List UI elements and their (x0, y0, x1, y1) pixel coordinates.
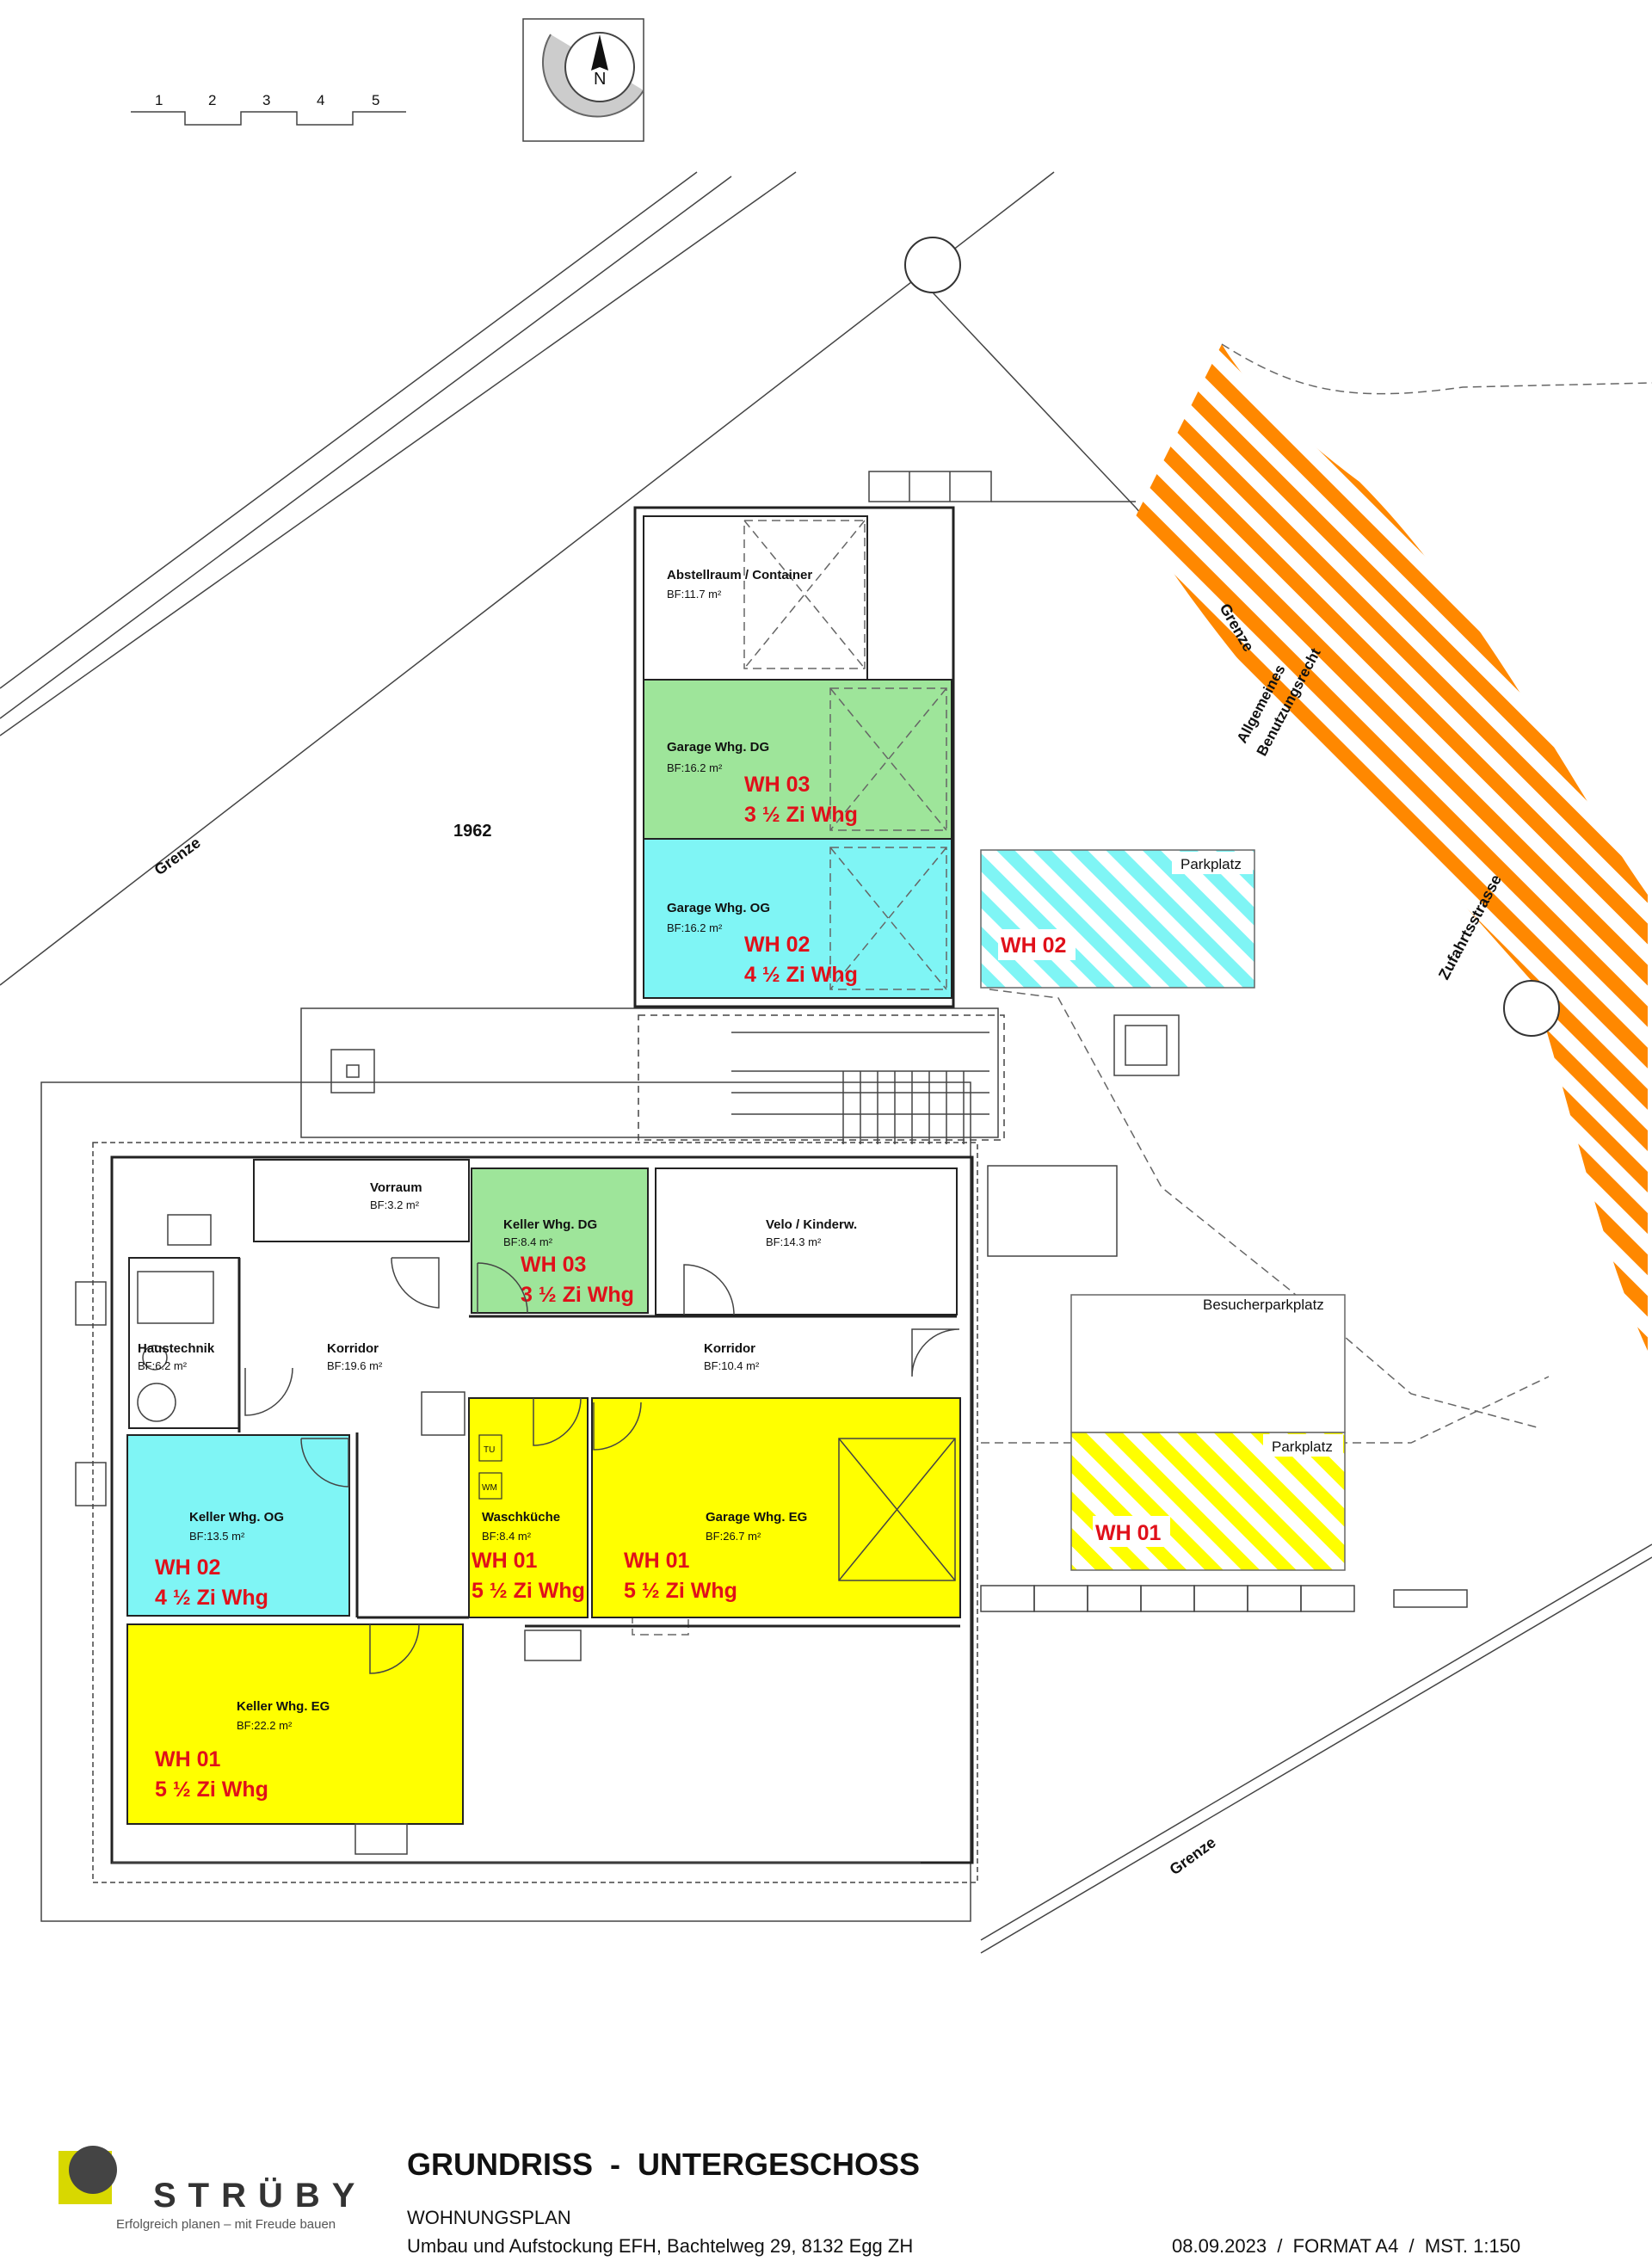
boundary-lower (980, 1543, 1652, 1941)
room-area: BF:16.2 m² (667, 761, 723, 774)
unit-size: 4 ½ Zi Whg (155, 1586, 268, 1610)
room-name: Waschküche (482, 1510, 560, 1525)
room-abstellraum: Abstellraum / Container BF:11.7 m² (643, 515, 868, 681)
room-name: Abstellraum / Container (667, 568, 812, 582)
unit-label: WH 01 (472, 1549, 538, 1573)
parking-unit: WH 02 (1001, 933, 1066, 958)
room-keller-og: Keller Whg. OG BF:13.5 m² WH 02 4 ½ Zi W… (126, 1434, 350, 1617)
room-name: Vorraum (370, 1180, 422, 1195)
room-name: Garage Whg. EG (706, 1510, 807, 1525)
scale-tick-3: 3 (262, 92, 270, 108)
room-name: Keller Whg. DG (503, 1217, 597, 1232)
road-edge-top (1221, 343, 1652, 395)
unit-label: WH 03 (744, 773, 810, 797)
room-vorraum: Vorraum BF:3.2 m² (253, 1159, 470, 1242)
appliance-wm: WM (482, 1483, 497, 1493)
north-label: N (594, 70, 606, 89)
room-area: BF:14.3 m² (766, 1235, 822, 1248)
unit-label: WH 03 (521, 1253, 586, 1277)
room-waschkueche: TU WM Waschküche BF:8.4 m² WH 01 5 ½ Zi … (468, 1397, 589, 1618)
unit-size: 3 ½ Zi Whg (521, 1283, 634, 1307)
room-area: BF:13.5 m² (189, 1530, 245, 1543)
right-of-way-road (1136, 344, 1648, 1351)
parking-label: Parkplatz (1272, 1439, 1333, 1455)
appliance-tu: TU (484, 1445, 495, 1455)
unit-label: WH 01 (624, 1549, 690, 1573)
boundary-line (932, 292, 1137, 508)
logo-name: STRÜBY (153, 2176, 367, 2215)
unit-size: 4 ½ Zi Whg (744, 963, 858, 987)
site-lines-left (0, 171, 1055, 986)
room-area: BF:8.4 m² (482, 1530, 532, 1543)
room-haustechnik: Haustechnik BF:6.2 m² (128, 1257, 240, 1429)
project-description: Umbau und Aufstockung EFH, Bachtelweg 29… (407, 2235, 913, 2257)
room-garage-dg: Garage Whg. DG BF:16.2 m² WH 03 3 ½ Zi W… (643, 679, 952, 840)
room-name: Korridor (327, 1341, 379, 1356)
unit-label: WH 01 (155, 1747, 221, 1771)
room-area: BF:3.2 m² (370, 1198, 420, 1211)
unit-size: 5 ½ Zi Whg (472, 1579, 585, 1603)
room-name: Keller Whg. OG (189, 1510, 284, 1525)
room-korridor-1: Korridor BF:19.6 m² (244, 1257, 440, 1416)
unit-label: WH 02 (155, 1556, 220, 1580)
room-area: BF:8.4 m² (503, 1235, 553, 1248)
scale-tick-4: 4 (317, 92, 324, 108)
drawing-meta: 08.09.2023 / FORMAT A4 / MST. 1:150 (1172, 2235, 1520, 2257)
unit-size: 5 ½ Zi Whg (155, 1777, 268, 1802)
scale-bar: 1 2 3 4 5 (131, 92, 406, 126)
grenze-label-left: Grenze (151, 834, 204, 878)
room-keller-eg: Keller Whg. EG BF:22.2 m² WH 01 5 ½ Zi W… (126, 1623, 464, 1825)
unit-size: 5 ½ Zi Whg (624, 1579, 737, 1603)
path-outline (989, 989, 1541, 1429)
room-area: BF:6.2 m² (138, 1359, 188, 1372)
annex-roof (868, 471, 992, 502)
road-survey-point (1503, 980, 1560, 1037)
room-name: Garage Whg. DG (667, 740, 769, 755)
room-korridor-2: Korridor BF:10.4 m² (704, 1328, 960, 1377)
room-garage-eg: Garage Whg. EG BF:26.7 m² WH 01 5 ½ Zi W… (591, 1397, 961, 1618)
stairs (731, 1032, 989, 1144)
room-garage-og: Garage Whg. OG BF:16.2 m² WH 02 4 ½ Zi W… (643, 838, 952, 999)
interior-walls (75, 1214, 960, 1855)
curb-stones (980, 1585, 1468, 1612)
room-area: BF:22.2 m² (237, 1719, 293, 1732)
scale-tick-2: 2 (208, 92, 216, 108)
room-keller-dg: Keller Whg. DG BF:8.4 m² WH 03 3 ½ Zi Wh… (471, 1167, 649, 1314)
room-name: Velo / Kinderw. (766, 1217, 857, 1232)
room-name: Garage Whg. OG (667, 901, 770, 915)
survey-point (904, 237, 961, 293)
room-area: BF:11.7 m² (667, 588, 722, 601)
logo-slogan: Erfolgreich planen – mit Freude bauen (116, 2217, 336, 2232)
annex-outline (633, 506, 955, 1008)
room-area: BF:19.6 m² (327, 1359, 383, 1372)
scale-tick-5: 5 (372, 92, 379, 108)
visitor-parking: Besucherparkplatz (1070, 1294, 1346, 1433)
parking-unit: WH 01 (1095, 1521, 1162, 1545)
room-name: Keller Whg. EG (237, 1699, 330, 1714)
grenze-label-lower: Grenze (1167, 1833, 1219, 1878)
room-area: BF:16.2 m² (667, 921, 723, 934)
boundary-lower-2 (980, 1556, 1652, 1954)
drawing-title: GRUNDRISS - UNTERGESCHOSS (407, 2147, 920, 2182)
room-area: BF:10.4 m² (704, 1359, 760, 1372)
unit-label: WH 02 (744, 933, 810, 957)
drawing-subtitle: WOHNUNGSPLAN (407, 2207, 571, 2228)
parking-wh01: Parkplatz WH 01 (1070, 1432, 1346, 1571)
room-area: BF:26.7 m² (706, 1530, 761, 1543)
scale-tick-1: 1 (155, 92, 163, 108)
room-name: Haustechnik (138, 1341, 215, 1356)
parking-wh02: Parkplatz WH 02 (980, 849, 1255, 989)
company-logo: STRÜBY Erfolgreich planen – mit Freude b… (59, 2146, 367, 2232)
room-name: Korridor (704, 1341, 755, 1356)
building-outer (92, 1142, 978, 1883)
room-velo: Velo / Kinderw. BF:14.3 m² (655, 1167, 958, 1315)
unit-size: 3 ½ Zi Whg (744, 803, 858, 827)
parking-label: Parkplatz (1180, 856, 1242, 872)
north-arrow-icon: N (522, 18, 644, 142)
year-label: 1962 (453, 822, 492, 841)
parking-label: Besucherparkplatz (1203, 1297, 1324, 1313)
